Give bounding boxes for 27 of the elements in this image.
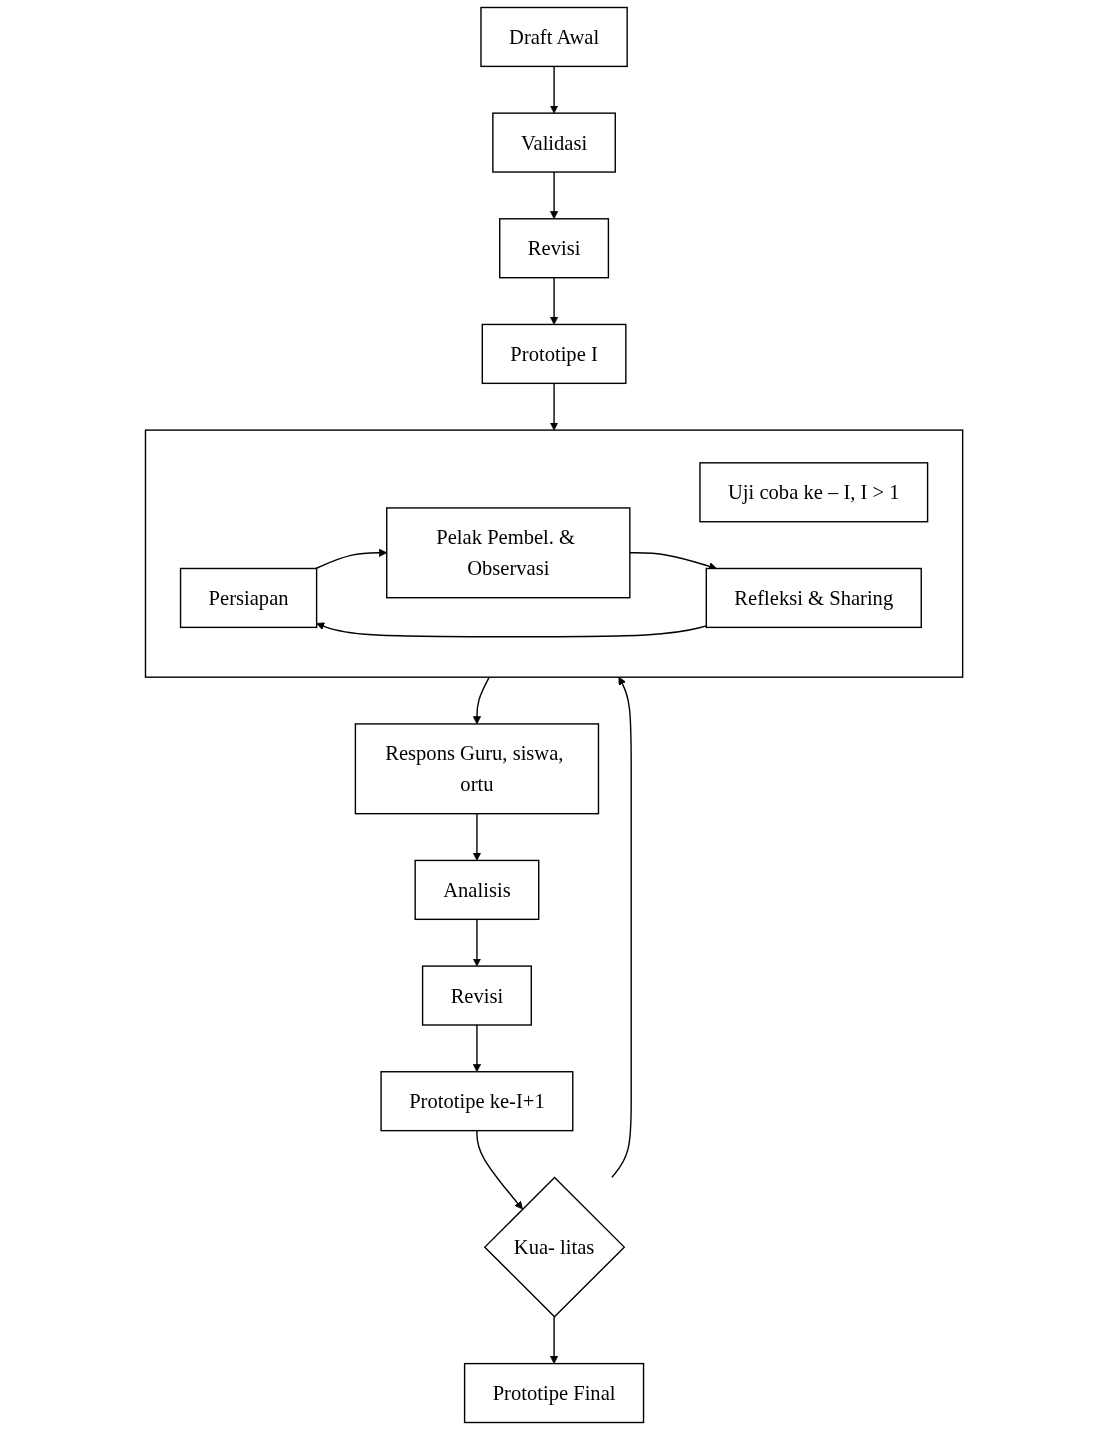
arrow <box>549 65 559 114</box>
node-box: Pelak Pembel. & Observasi <box>385 507 631 599</box>
node-box: Refleksi & Sharing <box>705 567 922 629</box>
arrow <box>316 622 707 638</box>
arrow <box>472 813 481 861</box>
node-box: Prototipe I <box>481 323 627 385</box>
arrow <box>611 676 632 1179</box>
arrow <box>549 277 559 325</box>
node-box: Draft Awal <box>480 6 628 68</box>
arrow <box>549 382 559 431</box>
cluster <box>144 429 964 678</box>
node-box: Persiapan <box>179 567 318 629</box>
node-box: Analisis <box>414 859 540 921</box>
node-box: Uji coba ke – I, I > 1 <box>699 462 929 523</box>
node-box: Respons Guru, siswa, ortu <box>354 723 600 815</box>
node-box: Validasi <box>492 112 616 173</box>
node-box: Revisi <box>421 965 532 1026</box>
arrow <box>549 1316 559 1364</box>
node-box: Prototipe ke-I+1 <box>380 1071 574 1132</box>
node-box: Prototipe Final <box>463 1362 645 1424</box>
arrow <box>549 171 559 220</box>
arrow <box>472 918 481 967</box>
arrow <box>472 1024 481 1073</box>
node-box: Revisi <box>498 218 610 279</box>
arrow <box>476 1129 523 1210</box>
arrow <box>472 676 490 725</box>
node-diamond: Kua- litas <box>483 1176 626 1318</box>
